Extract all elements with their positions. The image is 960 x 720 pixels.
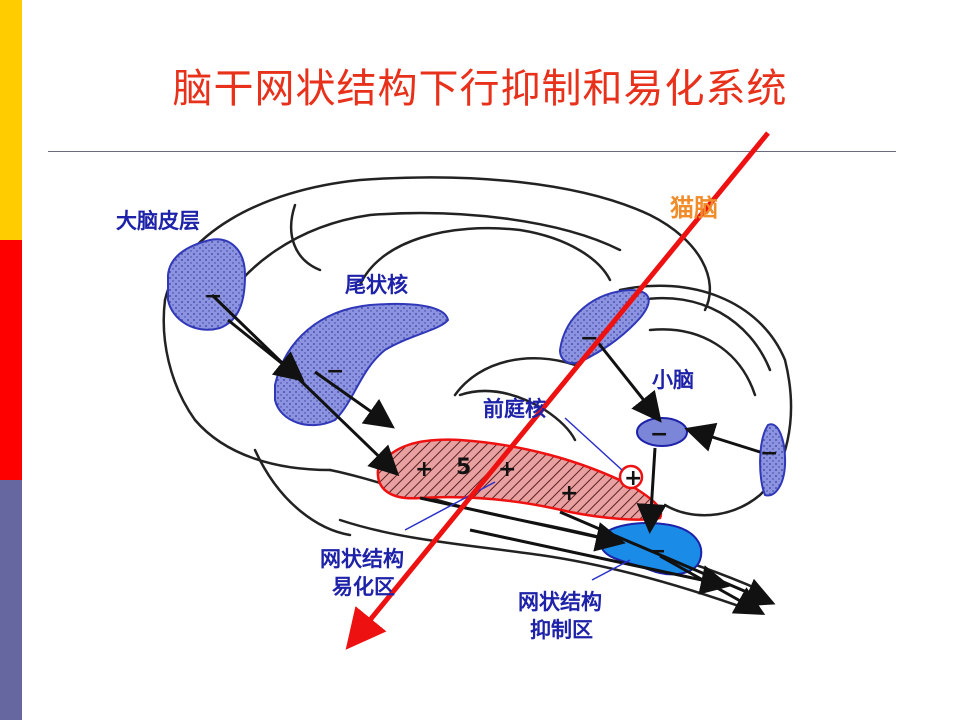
brainstem-descending-arrow <box>469 528 731 595</box>
facilitation-label-line1: 网状结构 <box>320 547 404 571</box>
side-bar-red <box>0 240 22 480</box>
caudate-region <box>274 302 450 427</box>
red-strike-arrow <box>345 131 770 650</box>
cerebrum-outline <box>163 176 712 312</box>
facilitation-number: 5 <box>456 455 471 480</box>
caudate-sign: − <box>326 359 344 384</box>
cortex-to-caudate-arrow <box>227 318 305 382</box>
inhibition-sign: − <box>648 539 666 564</box>
thalamus-outline <box>458 389 577 442</box>
cat-brain-label: 猫脑 <box>670 194 718 222</box>
vestibular-plus-sign: + <box>624 466 642 491</box>
corpus-callosum <box>453 357 577 397</box>
side-bar-yellow <box>0 0 22 240</box>
cerebellum-right-sign: − <box>760 441 778 466</box>
brainstem-base <box>253 448 352 537</box>
reticular-descending-arrow-1 <box>419 496 626 552</box>
label-leader-lines <box>404 417 631 581</box>
nucleus-to-inhibitory-arrow <box>636 447 667 534</box>
cerebellum-cortex-sign: − <box>580 326 598 351</box>
caudate-label: 尾状核 <box>345 273 408 297</box>
facilitation-sign-1: + <box>415 457 433 482</box>
inhibition-label-line2: 抑制区 <box>530 618 593 642</box>
cerebrum-fold <box>358 226 612 287</box>
caudate-to-brainstem-arrow <box>314 370 395 429</box>
inhibition-label-line1: 网状结构 <box>518 590 602 614</box>
cerebellum-nucleus-sign: − <box>650 422 668 447</box>
side-bar-slate <box>0 480 22 720</box>
facilitation-sign-3: + <box>560 481 578 506</box>
cerebellum-outline <box>618 284 793 517</box>
reticular-descending-arrow-2 <box>559 510 776 607</box>
vestibular-nucleus-marker <box>618 464 644 490</box>
cerebellum-right-region <box>759 423 787 497</box>
cerebellum-cortex-to-nucleus-arrow <box>594 339 662 423</box>
cerebellum-label: 小脑 <box>652 368 694 392</box>
cortex-label: 大脑皮层 <box>116 209 200 233</box>
cerebrum-inner-sulcus <box>213 211 622 322</box>
brainstem-lower <box>338 518 752 612</box>
pathway-arrows <box>210 293 776 615</box>
cerebellum-fold-1 <box>638 296 772 372</box>
cortex-to-reticular-arrow <box>210 293 400 477</box>
facilitation-leader <box>404 481 496 531</box>
inhibition-leader <box>591 559 631 581</box>
title-divider <box>48 151 896 152</box>
vestibular-leader <box>564 417 623 471</box>
right-cerebellum-to-nucleus-arrow <box>684 422 761 454</box>
cerebellum-fold-2 <box>648 328 757 397</box>
facilitation-label-line2: 易化区 <box>332 575 395 599</box>
frontal-lower-outline <box>162 298 332 472</box>
slide-title: 脑干网状结构下行抑制和易化系统 <box>172 66 788 112</box>
inner-curve <box>290 203 322 272</box>
vestibular-label: 前庭核 <box>483 397 546 421</box>
cortex-sign: − <box>204 284 222 309</box>
facilitation-sign-2: + <box>498 457 516 482</box>
